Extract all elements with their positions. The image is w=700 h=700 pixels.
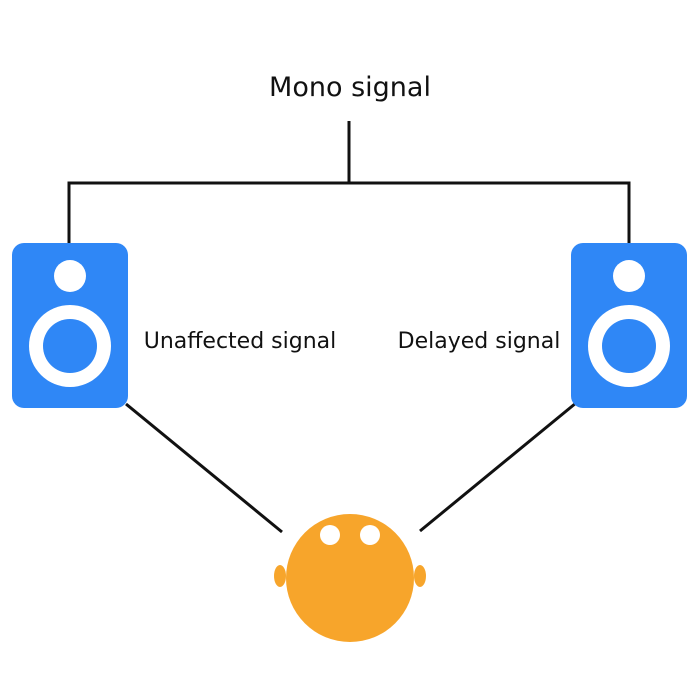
right-speaker-woofer-center [602, 319, 656, 373]
right-speaker-tweeter [613, 260, 645, 292]
listener-right-eye [360, 525, 380, 545]
listener-head [286, 514, 414, 642]
mono-signal-label: Mono signal [269, 72, 431, 103]
left-path-to-listener [125, 402, 283, 534]
signal-wiring [67, 121, 631, 534]
left-speaker-woofer-center [43, 319, 97, 373]
split-wire [67, 181, 631, 243]
right-speaker-icon [571, 243, 687, 408]
left-speaker-tweeter [54, 260, 86, 292]
unaffected-signal-label: Unaffected signal [144, 329, 337, 354]
right-path-to-listener [419, 401, 577, 533]
delayed-signal-label: Delayed signal [398, 329, 561, 354]
listener-right-ear [414, 565, 426, 587]
listener-left-ear [274, 565, 286, 587]
listener-head-icon [274, 514, 426, 642]
left-speaker-icon [12, 243, 128, 408]
listener-left-eye [320, 525, 340, 545]
